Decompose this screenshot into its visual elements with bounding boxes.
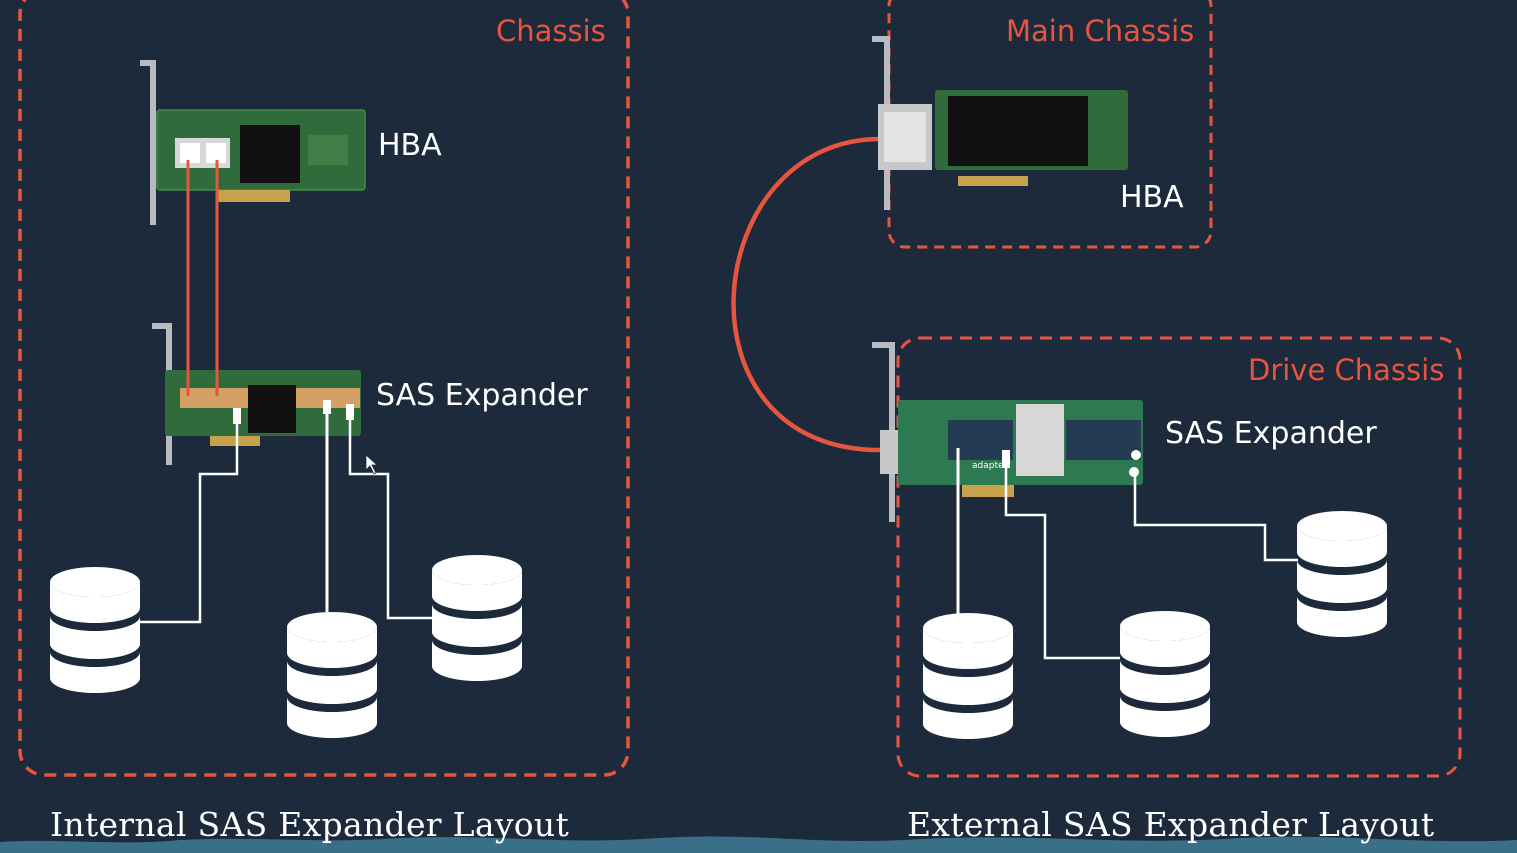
drive-icon	[432, 555, 522, 681]
drive-chassis-label: Drive Chassis	[1248, 353, 1445, 387]
internal-chassis-outline	[18, 0, 630, 777]
internal-chassis-label: Chassis	[496, 14, 606, 48]
external-layout-caption: External SAS Expander Layout	[907, 805, 1435, 844]
cursor-icon	[365, 454, 379, 475]
drive-icon	[1120, 611, 1210, 737]
external-cable-3	[1133, 472, 1298, 562]
internal-sas-expander-label: SAS Expander	[376, 378, 588, 413]
external-sas-expander-label: SAS Expander	[1165, 416, 1377, 451]
main-chassis-label: Main Chassis	[1006, 14, 1195, 48]
bottom-decoration	[0, 836, 1517, 853]
internal-hba-label: HBA	[378, 128, 442, 163]
external-sas-cable	[731, 136, 881, 453]
internal-layout-caption: Internal SAS Expander Layout	[50, 805, 570, 844]
drive-icon	[1297, 511, 1387, 637]
hba-card-icon	[140, 60, 366, 225]
internal-cable-3	[348, 412, 432, 620]
hba-card-icon	[872, 36, 1128, 210]
sas-expander-card-icon	[872, 342, 1143, 522]
external-cable-2	[1004, 455, 1120, 660]
drive-icon	[50, 567, 140, 693]
drive-chassis-outline	[896, 336, 1462, 778]
card-brand-text: adaptec	[972, 461, 1009, 471]
sas-expander-card-icon	[152, 323, 361, 465]
drive-icon	[287, 612, 377, 738]
external-hba-label: HBA	[1120, 180, 1184, 215]
internal-cable-1	[140, 415, 239, 624]
drive-icon	[923, 613, 1013, 739]
